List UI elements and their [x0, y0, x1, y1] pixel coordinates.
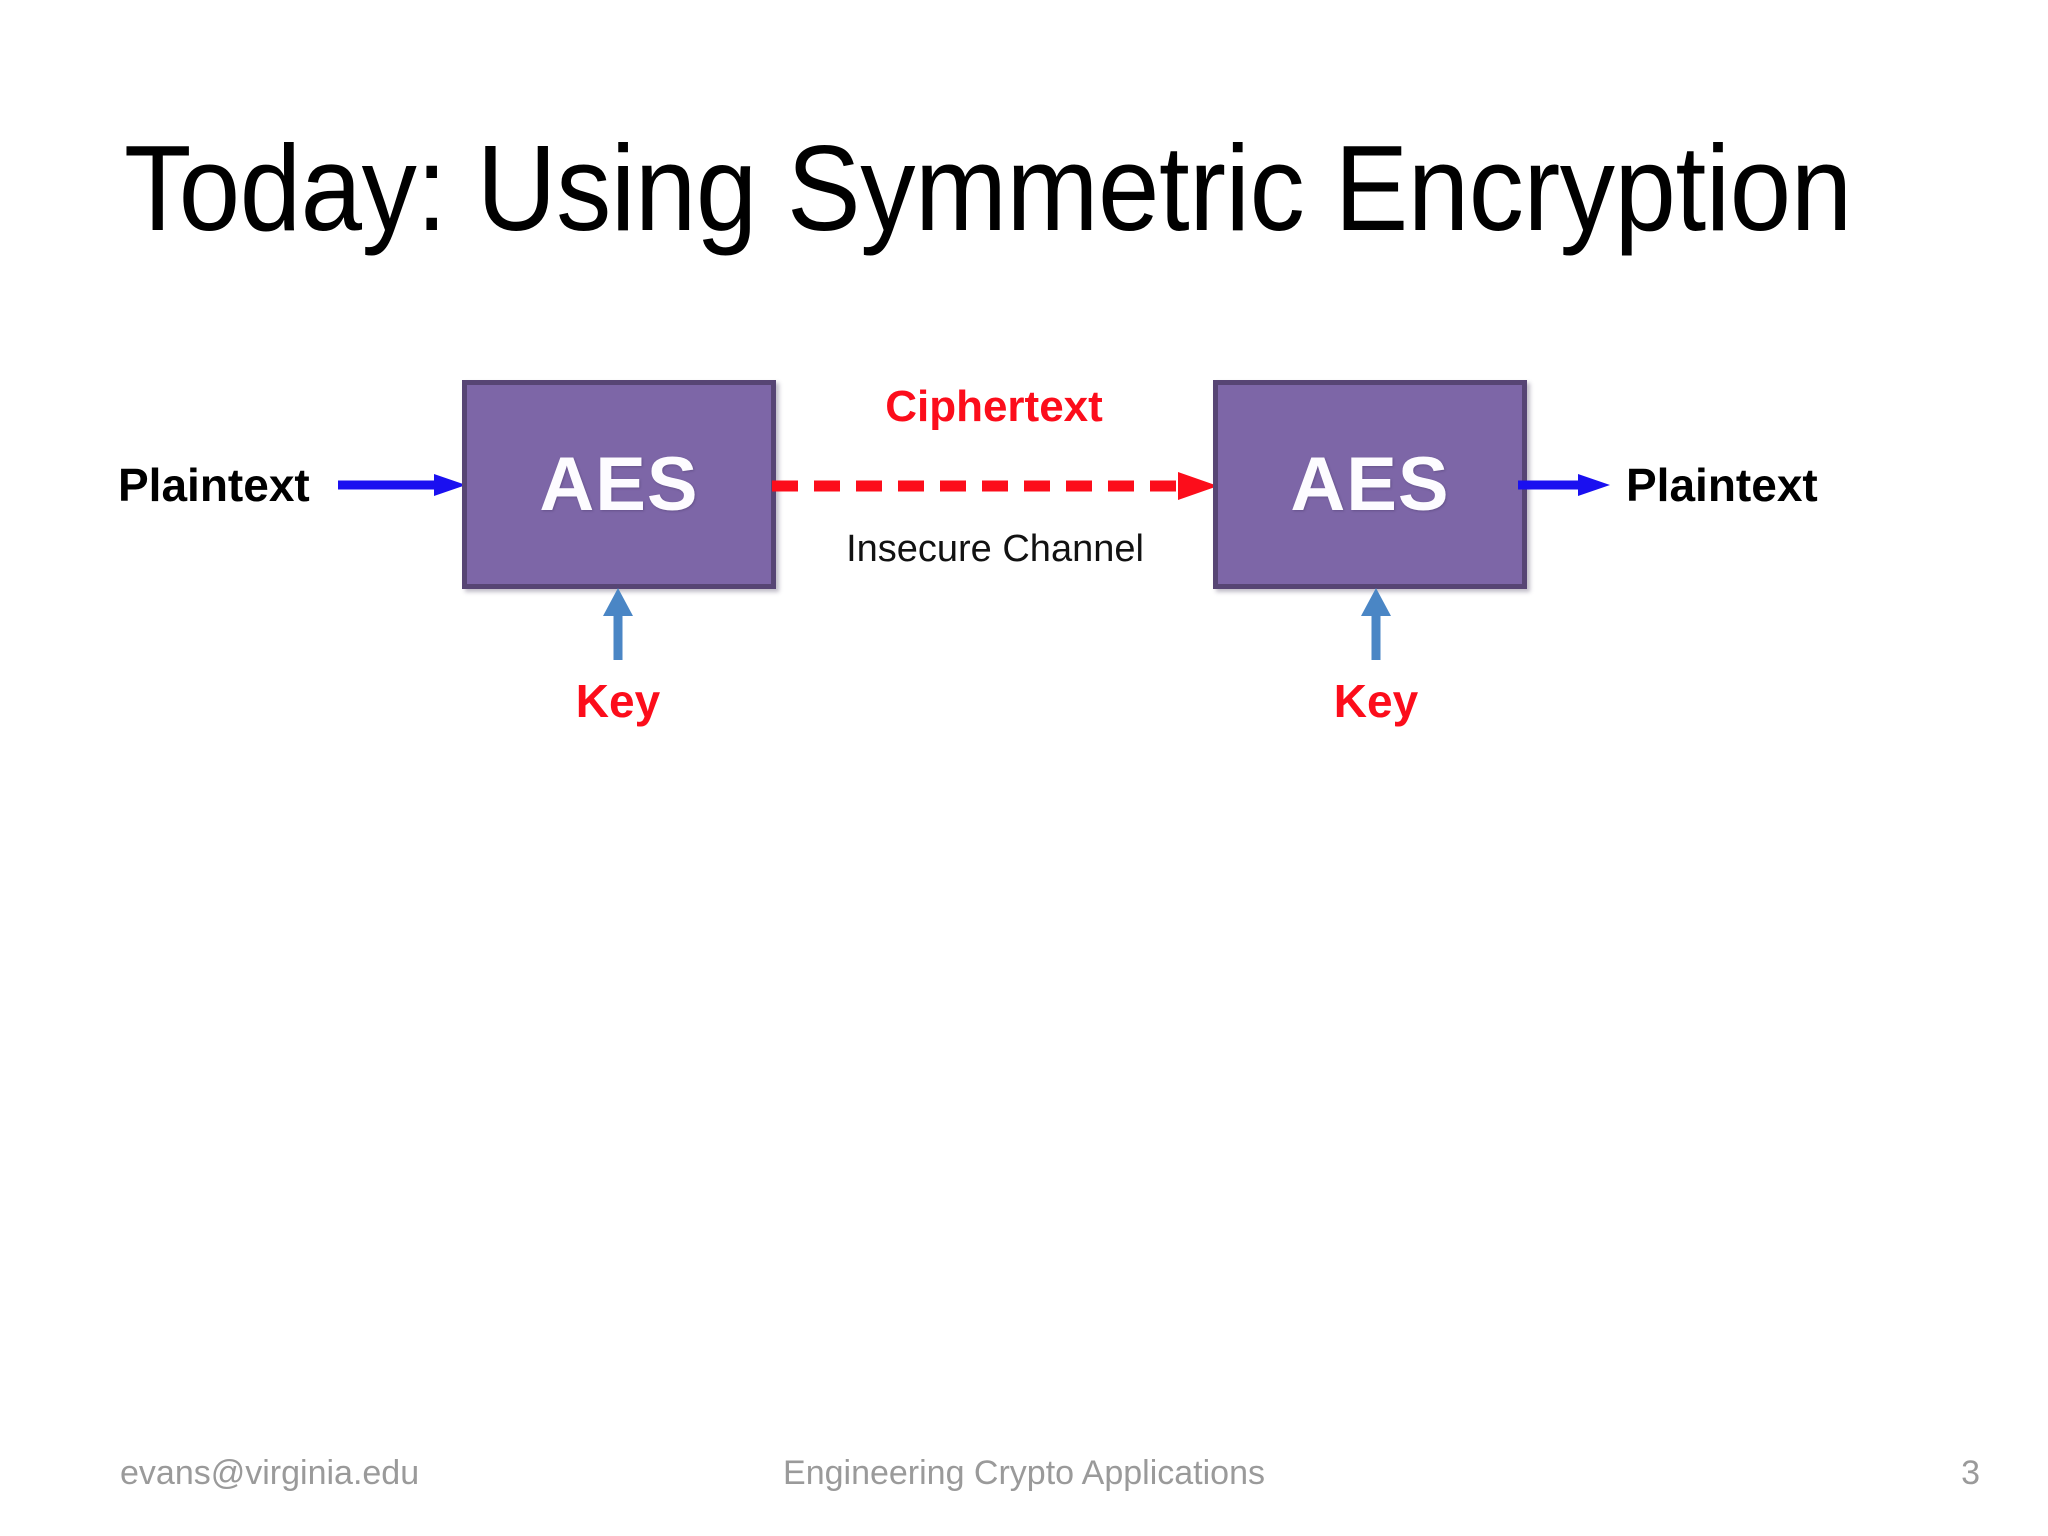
key-right-label: Key	[1333, 675, 1419, 727]
aes-decrypt-label: AES	[1290, 441, 1450, 527]
insecure-channel-label: Insecure Channel	[846, 528, 1144, 570]
ciphertext-label: Ciphertext	[885, 382, 1103, 431]
encryption-flow-diagram: Plaintext AES Ciphertext Insecure Channe…	[118, 380, 1818, 727]
key-left-label: Key	[575, 675, 661, 727]
plaintext-input-label: Plaintext	[118, 459, 310, 511]
page-title: Today: Using Symmetric Encryption	[124, 120, 1852, 256]
plaintext-output-label: Plaintext	[1626, 459, 1818, 511]
footer-course-title: Engineering Crypto Applications	[783, 1454, 1265, 1492]
footer-page-number: 3	[1961, 1454, 1980, 1492]
aes-decrypt-box: AES	[1213, 380, 1527, 589]
slide-footer: evans@virginia.edu Engineering Crypto Ap…	[0, 1416, 2048, 1536]
ciphertext-dashed-arrow-icon	[770, 470, 1218, 502]
aes-encrypt-box: AES	[462, 380, 776, 589]
key-left-arrow-icon	[600, 588, 636, 660]
aes-encrypt-label: AES	[539, 441, 699, 527]
plaintext-out-arrow-icon	[1518, 472, 1610, 498]
key-right-arrow-icon	[1358, 588, 1394, 660]
footer-email: evans@virginia.edu	[120, 1454, 420, 1492]
plaintext-in-arrow-icon	[338, 472, 466, 498]
